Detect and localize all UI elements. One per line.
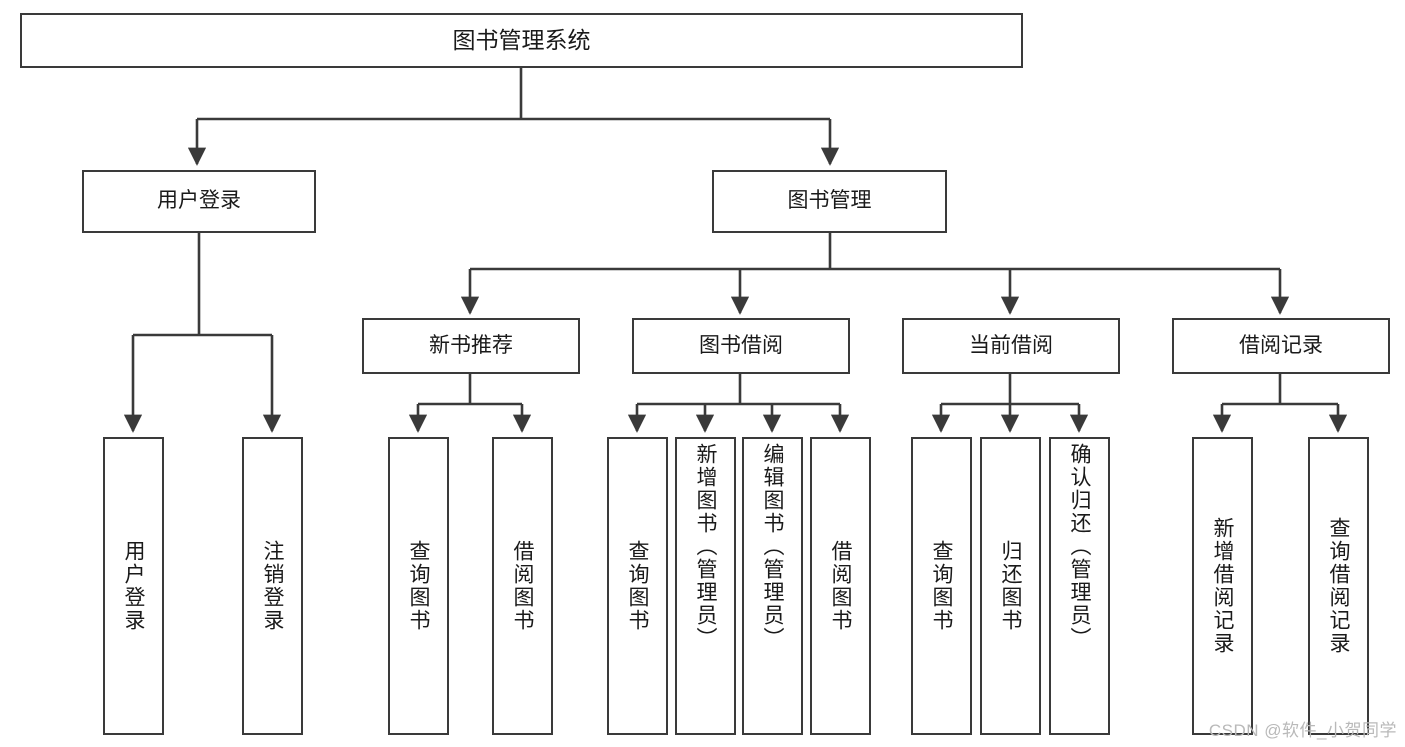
- node-new-books[interactable]: 新书推荐: [362, 318, 580, 374]
- leaf-label: 新增图书（管理员）: [694, 443, 717, 650]
- node-root-system[interactable]: 图书管理系统: [20, 13, 1023, 68]
- leaf-label: 查询图书: [626, 540, 649, 632]
- leaf-label: 借阅图书: [829, 540, 852, 632]
- leaf-label: 借阅图书: [511, 540, 534, 632]
- leaf-label: 查询借阅记录: [1327, 517, 1350, 655]
- leaf-borrow-records-add[interactable]: 新增借阅记录: [1192, 437, 1253, 735]
- leaf-user-login-login[interactable]: 用户登录: [103, 437, 164, 735]
- leaf-label: 确认归还（管理员）: [1068, 443, 1091, 650]
- leaf-new-books-borrow[interactable]: 借阅图书: [492, 437, 553, 735]
- leaf-label: 编辑图书（管理员）: [761, 443, 784, 650]
- leaf-book-borrow-query[interactable]: 查询图书: [607, 437, 668, 735]
- node-current-borrow-label: 当前借阅: [969, 333, 1053, 357]
- leaf-label: 注销登录: [261, 540, 284, 632]
- node-current-borrow[interactable]: 当前借阅: [902, 318, 1120, 374]
- node-book-borrow-label: 图书借阅: [699, 333, 783, 357]
- leaf-label: 查询图书: [407, 540, 430, 632]
- leaf-current-borrow-confirm[interactable]: 确认归还（管理员）: [1049, 437, 1110, 735]
- node-new-books-label: 新书推荐: [429, 333, 513, 357]
- leaf-label: 查询图书: [930, 540, 953, 632]
- leaf-book-borrow-borrow[interactable]: 借阅图书: [810, 437, 871, 735]
- leaf-borrow-records-query[interactable]: 查询借阅记录: [1308, 437, 1369, 735]
- node-borrow-records-label: 借阅记录: [1239, 333, 1323, 357]
- leaf-book-borrow-edit[interactable]: 编辑图书（管理员）: [742, 437, 803, 735]
- node-book-borrow[interactable]: 图书借阅: [632, 318, 850, 374]
- leaf-user-login-logout[interactable]: 注销登录: [242, 437, 303, 735]
- leaf-current-borrow-return[interactable]: 归还图书: [980, 437, 1041, 735]
- leaf-label: 新增借阅记录: [1211, 517, 1234, 655]
- node-user-login[interactable]: 用户登录: [82, 170, 316, 233]
- leaf-label: 用户登录: [122, 540, 145, 632]
- leaf-new-books-query[interactable]: 查询图书: [388, 437, 449, 735]
- node-borrow-records[interactable]: 借阅记录: [1172, 318, 1390, 374]
- node-book-management-label: 图书管理: [787, 189, 872, 213]
- leaf-current-borrow-query[interactable]: 查询图书: [911, 437, 972, 735]
- node-book-management[interactable]: 图书管理: [712, 170, 947, 233]
- node-root-label: 图书管理系统: [452, 27, 591, 54]
- leaf-book-borrow-add[interactable]: 新增图书（管理员）: [675, 437, 736, 735]
- leaf-label: 归还图书: [999, 540, 1022, 632]
- node-user-login-label: 用户登录: [157, 189, 241, 213]
